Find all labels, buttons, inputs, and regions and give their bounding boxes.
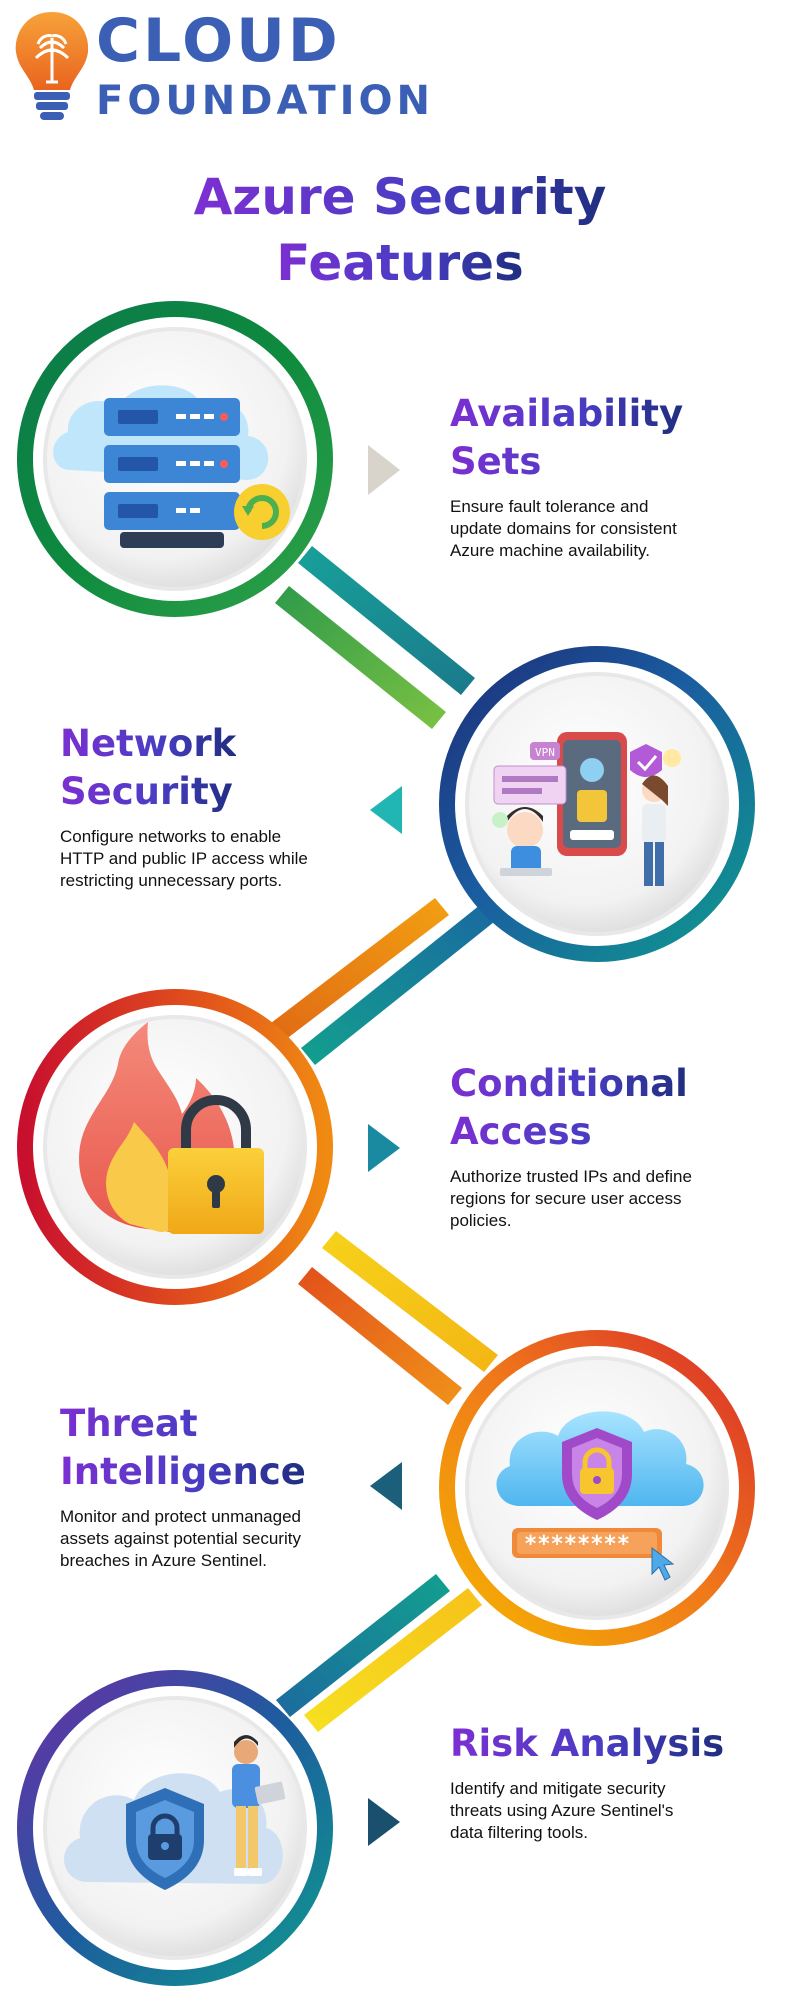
- feature-heading-conditional: Conditional Access: [450, 1060, 688, 1156]
- arrow-right-icon: [368, 1798, 400, 1846]
- page-title-line2: Features: [276, 234, 524, 292]
- feature-heading-line1: Conditional: [450, 1060, 688, 1108]
- feature-heading-availability: Availability Sets: [450, 390, 683, 486]
- feature-description-conditional: Authorize trusted IPs and define regions…: [450, 1167, 692, 1230]
- brand-name-line2: FOUNDATION: [96, 78, 434, 124]
- feature-heading-line1: Threat: [60, 1400, 306, 1448]
- feature-heading-risk: Risk Analysis: [450, 1720, 724, 1768]
- arrow-right-icon: [368, 1124, 400, 1172]
- cloud-shield-person-icon: [64, 1735, 286, 1890]
- logo-bulb-icon: [15, 12, 89, 120]
- arrow-right-icon: [368, 445, 400, 495]
- arrow-left-icon: [370, 786, 402, 834]
- feature-description-availability: Ensure fault tolerance and update domain…: [450, 497, 677, 560]
- flame-lock-icon: [79, 1022, 264, 1234]
- page-title-line1: Azure Security: [193, 168, 607, 226]
- page-title: Azure Security: [0, 166, 800, 228]
- feature-description-network: Configure networks to enable HTTP and pu…: [60, 827, 308, 890]
- password-mask-text: ********: [524, 1532, 630, 1557]
- feature-heading-line2: Intelligence: [60, 1448, 306, 1496]
- arrow-left-icon: [370, 1462, 402, 1510]
- server-rack-icon: [53, 385, 290, 548]
- feature-heading-network: Network Security: [60, 720, 236, 816]
- feature-heading-line2: Sets: [450, 438, 683, 486]
- vpn-label: VPN: [535, 746, 555, 759]
- cloud-shield-password-icon: ********: [496, 1411, 704, 1581]
- connector-bars: [271, 546, 498, 1732]
- network-security-icon: VPN: [492, 732, 681, 886]
- feature-description-risk: Identify and mitigate security threats u…: [450, 1779, 674, 1842]
- feature-heading-line2: Access: [450, 1108, 688, 1156]
- feature-heading-threat: Threat Intelligence: [60, 1400, 306, 1496]
- page-title-second: Features: [0, 232, 800, 294]
- brand-name-line1: CLOUD: [96, 6, 341, 76]
- feature-heading-line1: Availability: [450, 390, 683, 438]
- feature-description-threat: Monitor and protect unmanaged assets aga…: [60, 1507, 301, 1570]
- feature-heading-line1: Risk Analysis: [450, 1720, 724, 1768]
- feature-heading-line2: Security: [60, 768, 236, 816]
- feature-heading-line1: Network: [60, 720, 236, 768]
